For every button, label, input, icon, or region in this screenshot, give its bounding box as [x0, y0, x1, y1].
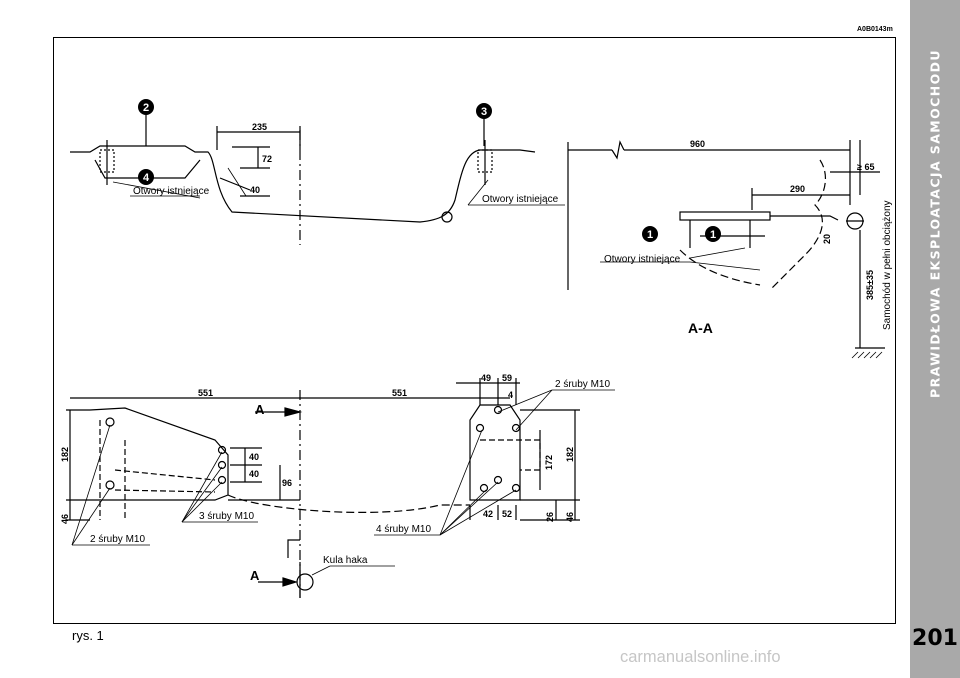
- dim-551-right: 551: [392, 388, 407, 398]
- diagram-frame: [53, 37, 896, 624]
- dim-26: 26: [545, 512, 555, 522]
- label-existing-holes-right: Otwory istniejące: [482, 194, 559, 205]
- dim-235: 235: [252, 122, 267, 132]
- dim-59: 59: [502, 373, 512, 383]
- dim-40-top: 40: [250, 185, 260, 195]
- label-2-screws-left: 2 śruby M10: [90, 534, 145, 545]
- label-existing-holes-left: Otwory istniejące: [133, 186, 210, 197]
- dim-385: 385±35: [865, 270, 875, 300]
- dim-551-left: 551: [198, 388, 213, 398]
- dim-40-plan-b: 40: [249, 469, 259, 479]
- dim-172: 172: [544, 455, 554, 470]
- label-fully-loaded: Samochód w pełni obciążony: [882, 200, 893, 330]
- label-4-screws: 4 śruby M10: [376, 524, 431, 535]
- dim-96: 96: [282, 478, 292, 488]
- callout-4: 4: [143, 172, 150, 184]
- label-2-screws-right: 2 śruby M10: [555, 379, 610, 390]
- dim-72: 72: [262, 154, 272, 164]
- dim-960: 960: [690, 139, 705, 149]
- label-existing-holes-section: Otwory istniejące: [604, 254, 681, 265]
- dim-65: ≥ 65: [857, 162, 874, 172]
- section-sidebar: [910, 0, 960, 678]
- watermark: carmanualsonline.info: [620, 648, 781, 666]
- section-mark-a-top: A: [255, 402, 265, 417]
- callout-3: 3: [481, 106, 487, 118]
- section-mark-a-bottom: A: [250, 568, 260, 583]
- dim-46-right: 46: [565, 512, 575, 522]
- dim-40-plan-a: 40: [249, 452, 259, 462]
- callout-1-left: 1: [647, 229, 653, 241]
- callout-circles: 2 3 4 1 1: [138, 99, 721, 242]
- figure-label: rys. 1: [72, 628, 104, 643]
- callout-2: 2: [143, 102, 149, 114]
- image-reference: A0B0143m: [857, 26, 893, 33]
- dim-182-left: 182: [60, 447, 70, 462]
- dim-46-left: 46: [60, 514, 70, 524]
- dim-290: 290: [790, 184, 805, 194]
- section-view: [567, 140, 885, 359]
- dim-52: 52: [502, 509, 512, 519]
- dim-49: 49: [481, 373, 491, 383]
- dim-42: 42: [483, 509, 493, 519]
- page-number: 201: [912, 626, 958, 651]
- plan-view: [66, 378, 615, 598]
- dim-20: 20: [822, 234, 832, 244]
- dim-4: 4: [508, 390, 513, 400]
- label-tow-ball: Kula haka: [323, 555, 368, 566]
- dim-182-right: 182: [565, 447, 575, 462]
- callout-1-right: 1: [710, 229, 716, 241]
- label-3-screws: 3 śruby M10: [199, 511, 254, 522]
- section-label-aa: A-A: [688, 320, 713, 336]
